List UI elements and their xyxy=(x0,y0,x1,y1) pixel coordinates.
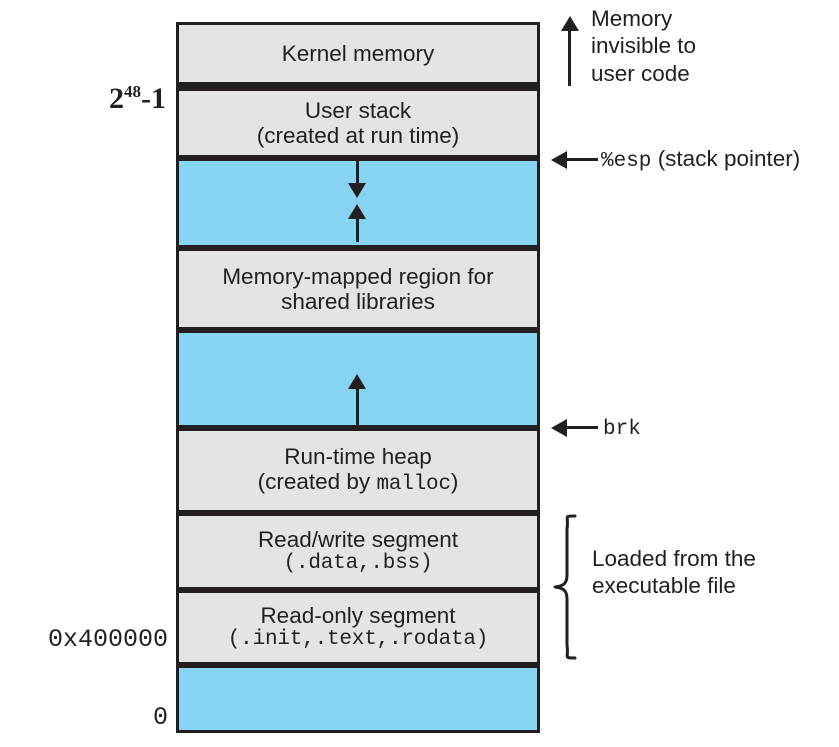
stack-grow-up-arrow-head xyxy=(348,204,366,219)
stack-grow-up-arrow-shaft xyxy=(356,218,359,242)
brk-arrow-head xyxy=(551,419,567,437)
segment-read-only-sections: (.init,.text,.rodata) xyxy=(227,628,489,652)
address-label-zero-value: 0 xyxy=(152,703,168,732)
segment-read-write-sections: (.data,.bss) xyxy=(283,552,433,576)
kernel-note-arrow-shaft xyxy=(568,30,571,86)
segment-read-write-label: Read/write segment xyxy=(257,527,459,553)
kernel-memory-note: Memory invisible to user code xyxy=(591,5,696,87)
segment-memory-mapped-region: Memory-mapped region for shared librarie… xyxy=(176,248,540,330)
heap-sublabel-prefix: (created by xyxy=(257,469,377,495)
kernel-user-boundary-divider xyxy=(176,82,540,89)
heap-sublabel-suffix: ) xyxy=(450,469,459,495)
brk-label: brk xyxy=(603,418,641,441)
brk-annotation: brk xyxy=(603,413,641,443)
segment-memory-mapped-region-label: Memory-mapped region for xyxy=(222,263,494,289)
segment-kernel-memory-label: Kernel memory xyxy=(281,40,435,66)
segment-user-stack: User stack (created at run time) xyxy=(176,88,540,158)
segment-user-stack-sublabel: (created at run time) xyxy=(256,123,460,148)
address-label-top: 248-1 xyxy=(60,82,166,116)
stack-pointer-arrow-head xyxy=(551,151,567,169)
kernel-memory-note-line2: invisible to xyxy=(591,33,697,59)
loaded-from-executable-line1: Loaded from the xyxy=(592,546,756,571)
stack-grow-down-arrow-head xyxy=(348,183,366,198)
segment-kernel-memory: Kernel memory xyxy=(176,22,540,85)
address-label-top-suffix: -1 xyxy=(141,82,166,115)
address-label-top-exponent: 48 xyxy=(124,82,141,101)
segment-run-time-heap-sublabel: (created by malloc) xyxy=(258,469,459,497)
segment-read-write: Read/write segment (.data,.bss) xyxy=(176,513,540,590)
segment-run-time-heap: Run-time heap (created by malloc) xyxy=(176,428,540,513)
segment-read-only: Read-only segment (.init,.text,.rodata) xyxy=(176,590,540,665)
stack-pointer-description: (stack pointer) xyxy=(657,146,801,171)
segment-read-only-label: Read-only segment xyxy=(260,603,456,629)
kernel-note-arrow-head xyxy=(561,16,579,31)
stack-pointer-register-name: %esp xyxy=(601,150,652,173)
heap-sublabel-mono: malloc xyxy=(376,473,451,497)
segment-run-time-heap-label: Run-time heap xyxy=(284,444,432,470)
brk-arrow-shaft xyxy=(566,426,598,429)
address-label-zero: 0 xyxy=(10,703,168,732)
loaded-from-executable-line2: executable file xyxy=(592,573,736,599)
segment-memory-mapped-region-sublabel: shared libraries xyxy=(281,289,435,314)
memory-column: Kernel memory User stack (created at run… xyxy=(176,22,540,733)
address-label-code-start: 0x400000 xyxy=(10,625,168,654)
stack-pointer-annotation: %esp (stack pointer) xyxy=(601,145,800,175)
kernel-memory-note-line3: user code xyxy=(591,60,690,86)
kernel-memory-note-line1: Memory xyxy=(591,6,673,31)
executable-file-brace xyxy=(551,513,583,661)
address-label-code-start-value: 0x400000 xyxy=(47,625,168,654)
stack-grow-down-arrow-shaft xyxy=(356,161,359,185)
heap-grow-up-arrow-head xyxy=(348,374,366,389)
heap-grow-up-arrow-shaft xyxy=(356,388,359,426)
segment-unmapped-low-memory xyxy=(176,665,540,733)
stack-pointer-arrow-shaft xyxy=(566,158,598,161)
address-label-top-base: 2 xyxy=(109,82,124,115)
segment-user-stack-label: User stack xyxy=(304,97,412,123)
loaded-from-executable-note: Loaded from the executable file xyxy=(592,545,756,600)
